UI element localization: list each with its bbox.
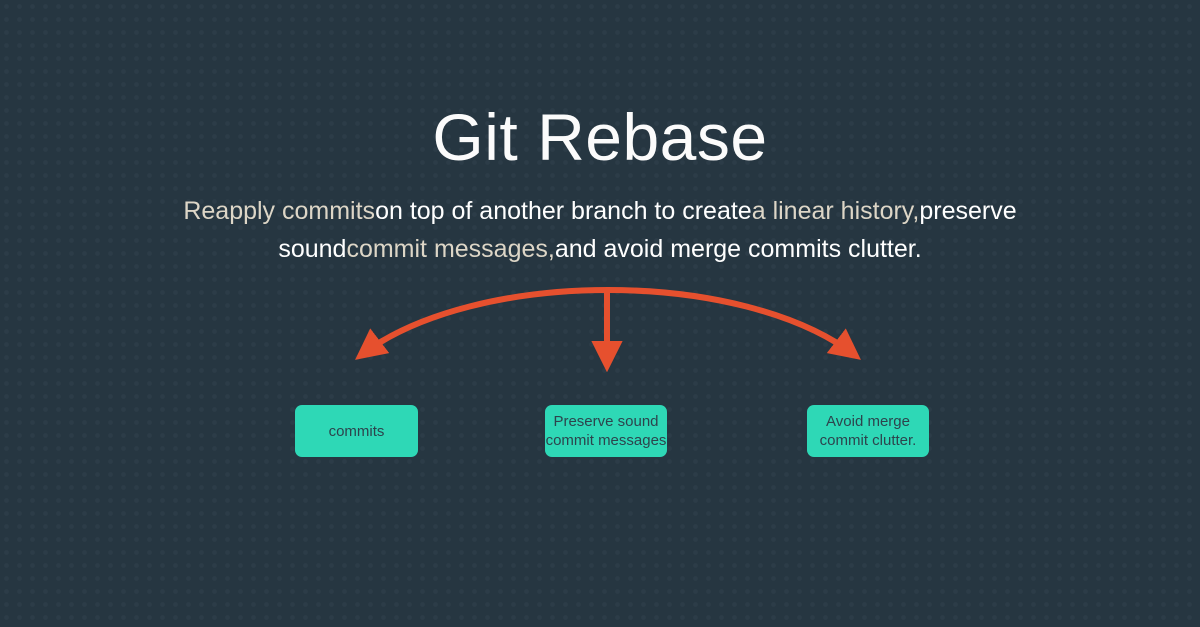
subtitle-line-1: Reapply commitson top of another branch … <box>0 192 1200 230</box>
subtitle-line-2: soundcommit messages,and avoid merge com… <box>0 230 1200 268</box>
subtitle-segment: sound <box>278 235 347 263</box>
subtitle-segment: commit messages, <box>346 235 555 263</box>
benefit-box-preserve-messages: Preserve sound commit messages <box>545 405 667 457</box>
curved-arrow-span <box>355 287 861 360</box>
subtitle-segment: on top of another branch to create <box>375 197 752 225</box>
subtitle-segment: a linear history, <box>751 197 920 225</box>
subtitle-segment: preserve <box>919 197 1017 225</box>
benefit-box-commits: commits <box>295 405 418 457</box>
subtitle: Reapply commitson top of another branch … <box>0 192 1200 268</box>
page-title: Git Rebase <box>432 100 768 174</box>
benefit-box-avoid-clutter: Avoid merge commit clutter. <box>807 405 929 457</box>
subtitle-segment: and avoid merge commits clutter. <box>554 235 922 263</box>
subtitle-segment: Reapply commits <box>183 197 376 225</box>
